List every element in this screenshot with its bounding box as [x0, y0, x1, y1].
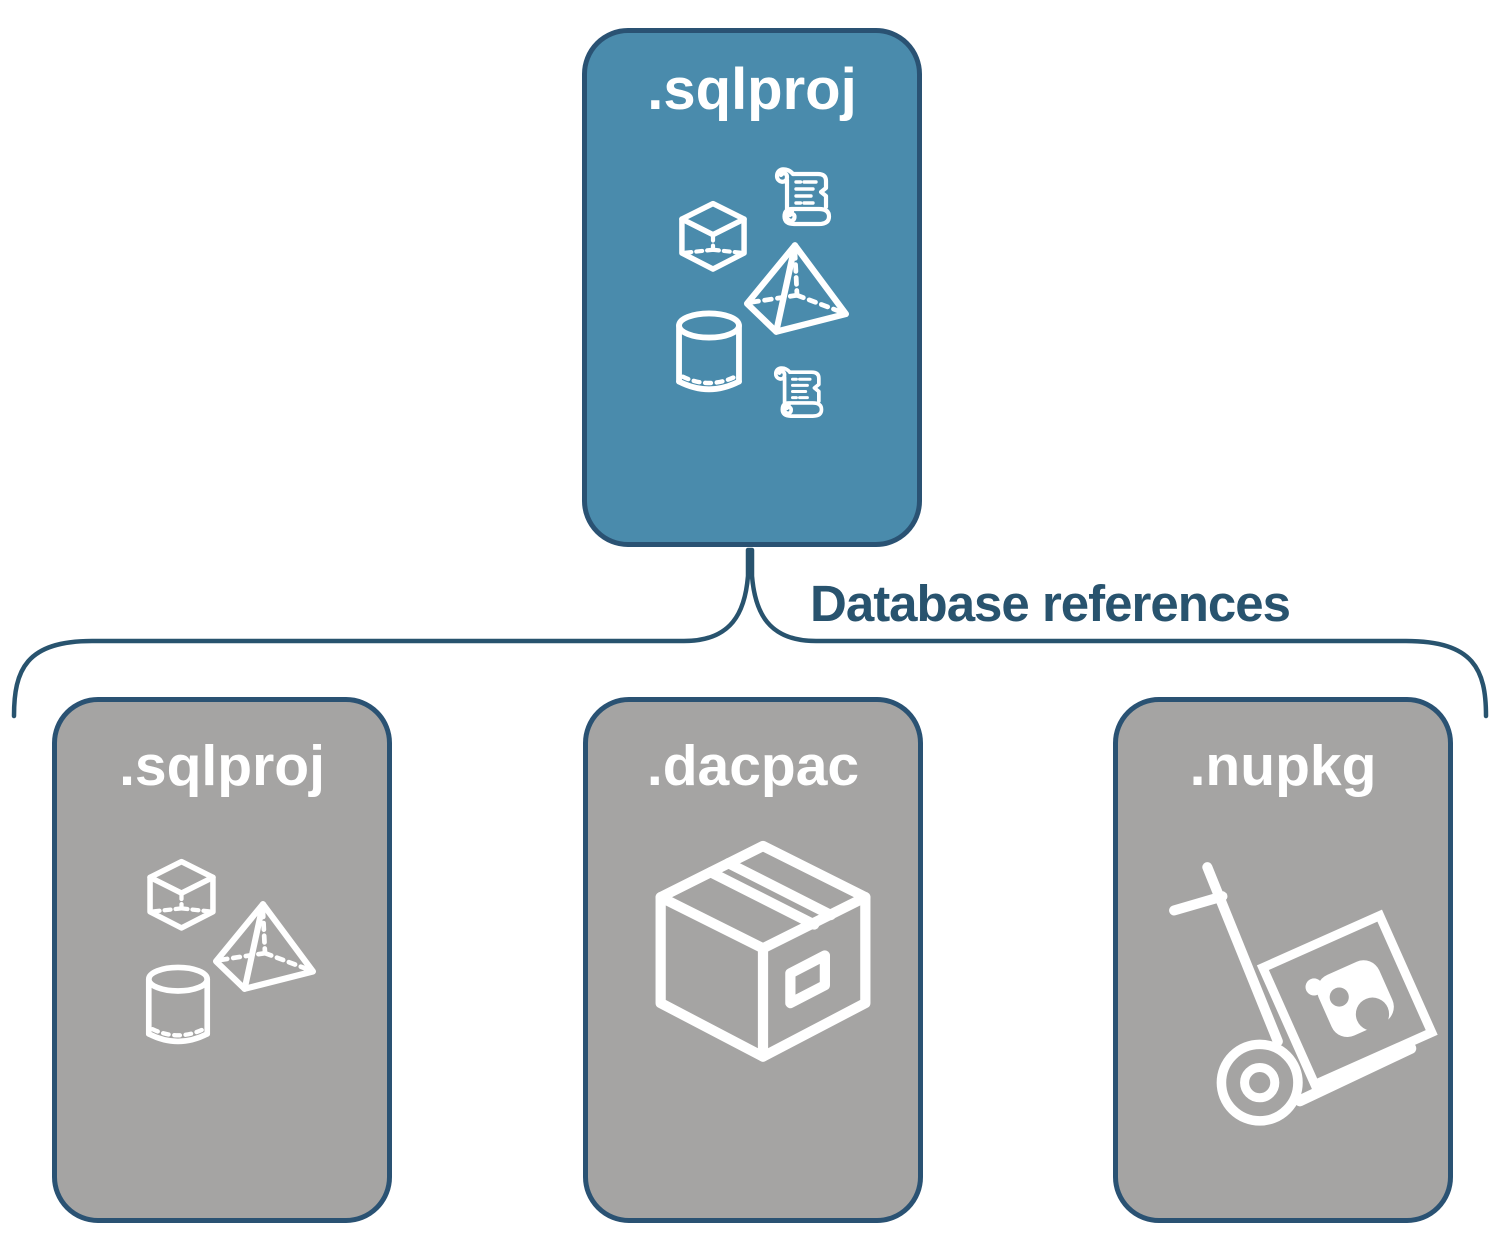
child-card-sqlproj: .sqlproj: [52, 697, 392, 1223]
package-box-icon: [655, 840, 871, 1062]
script-scroll-icon: [773, 366, 824, 418]
connector-brace: [11, 547, 1489, 719]
card-title: .sqlproj: [647, 57, 857, 122]
script-scroll-icon: [774, 167, 832, 227]
child-card-dacpac: .dacpac: [583, 697, 923, 1223]
cylinder-icon: [145, 964, 211, 1045]
card-title: .nupkg: [1189, 734, 1377, 798]
cube-icon: [147, 858, 216, 931]
pyramid-icon: [212, 901, 316, 992]
hand-truck-package-icon: [1169, 862, 1438, 1126]
pyramid-icon: [743, 242, 849, 335]
cube-icon: [679, 200, 747, 272]
connector-label: Database references: [810, 575, 1291, 632]
child-card-nupkg: .nupkg: [1113, 697, 1453, 1223]
card-title: .dacpac: [646, 734, 860, 798]
card-title: .sqlproj: [119, 734, 325, 798]
root-card-sqlproj: .sqlproj: [582, 28, 922, 547]
cylinder-icon: [676, 310, 742, 393]
